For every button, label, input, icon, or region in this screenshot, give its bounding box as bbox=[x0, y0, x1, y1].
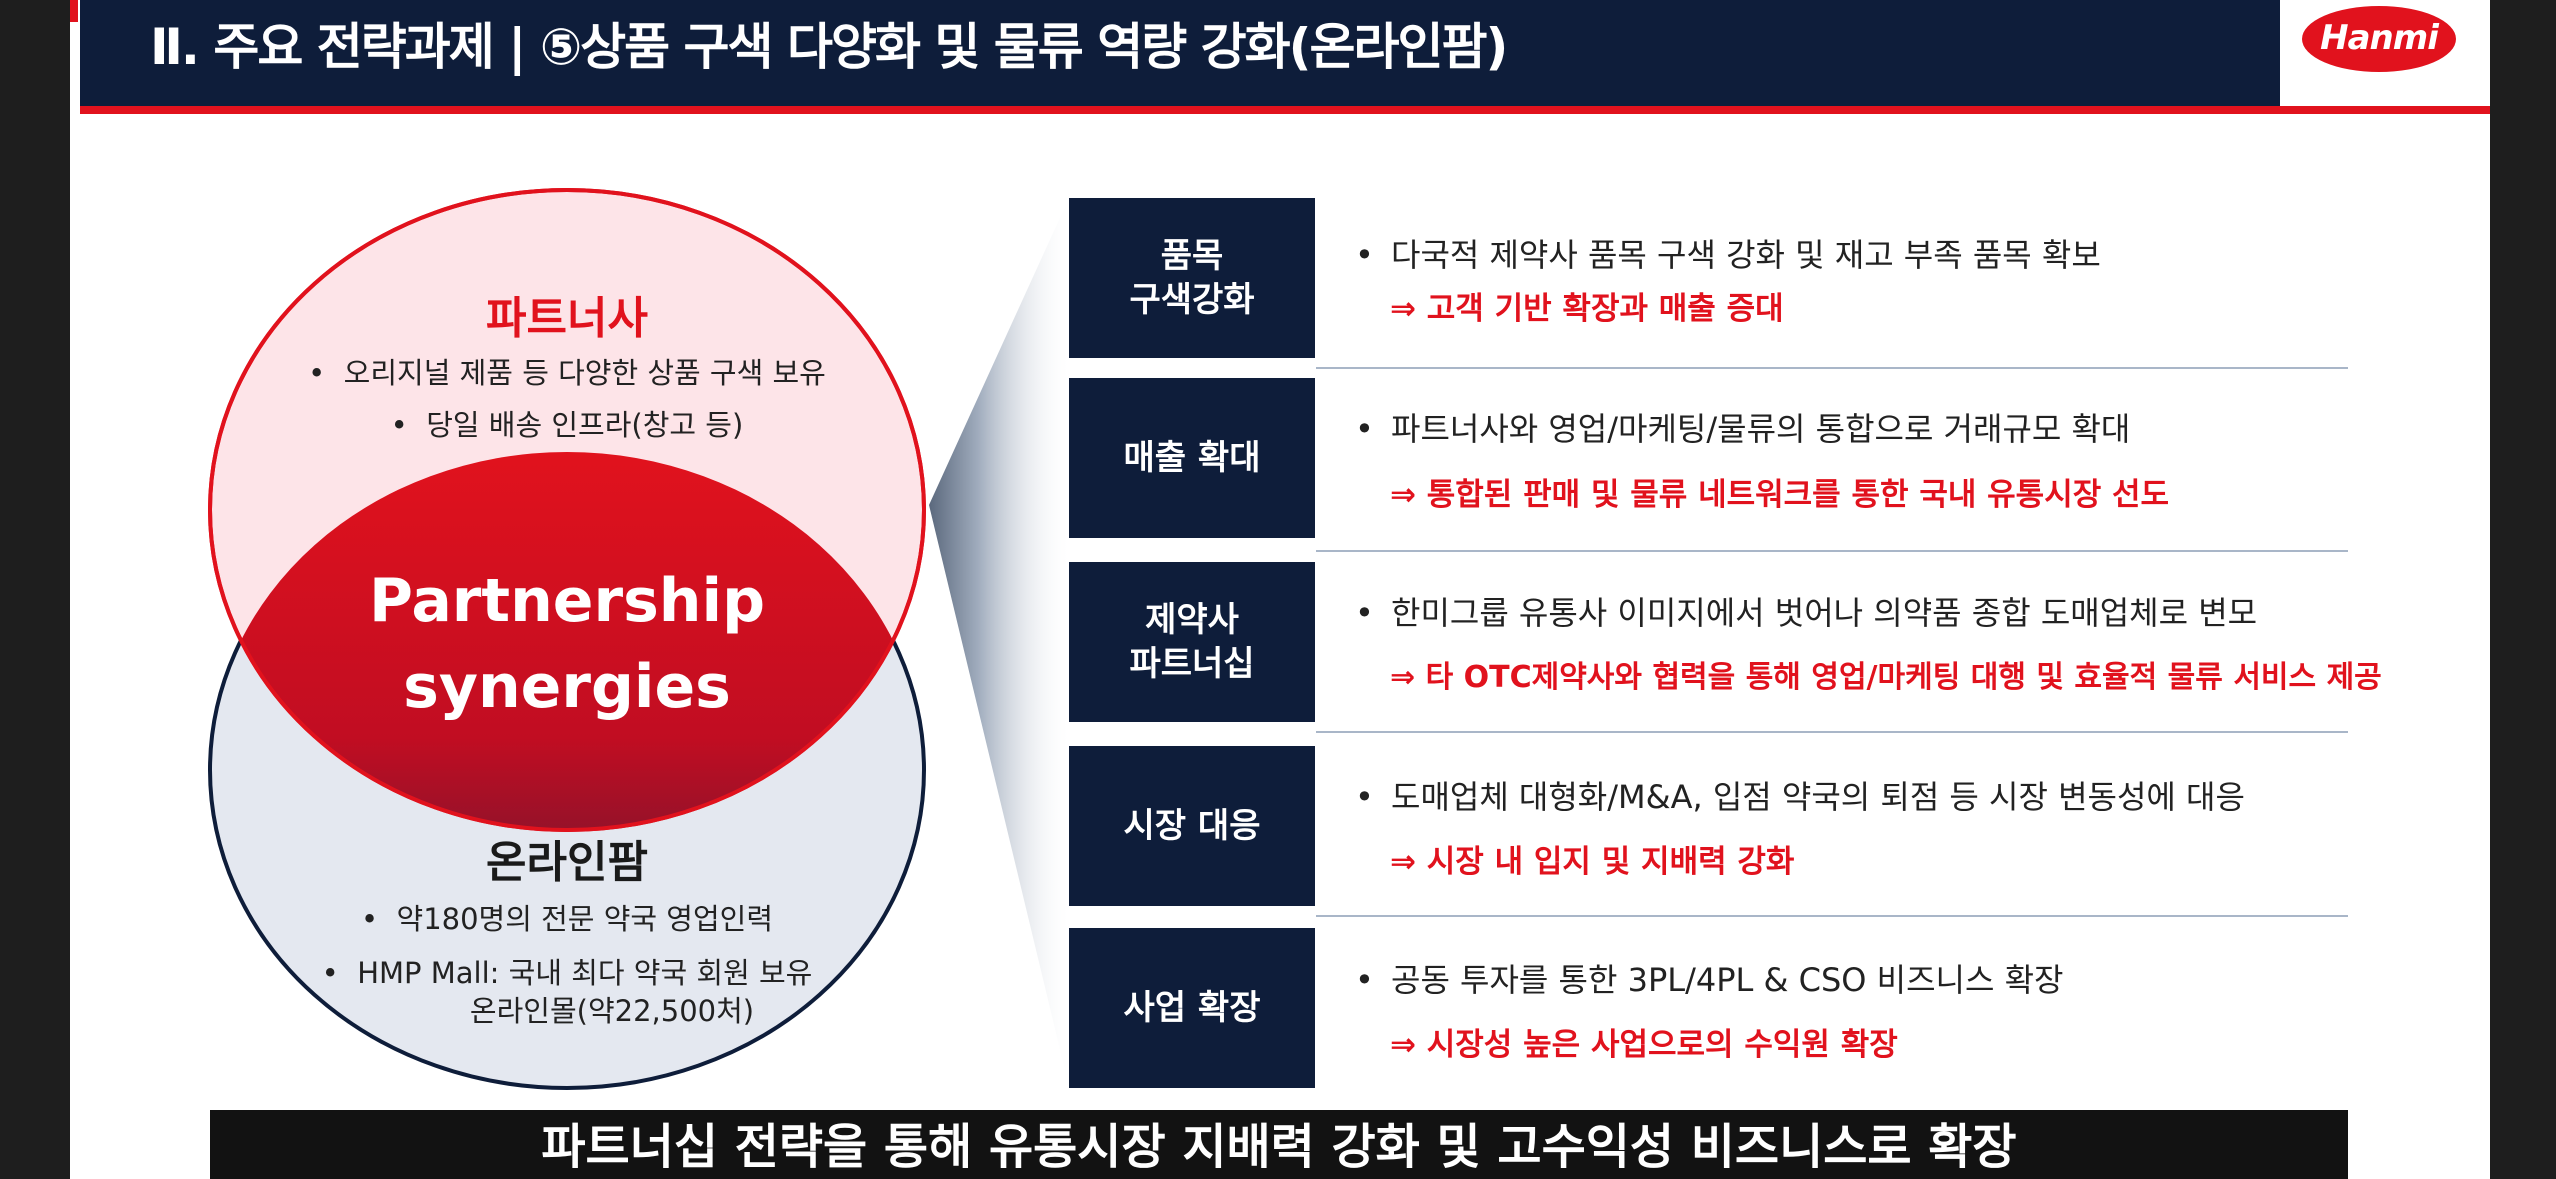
label-business-expansion: 사업 확장 bbox=[1069, 928, 1315, 1088]
row-result: ⇒ 고객 기반 확장과 매출 증대 bbox=[1390, 291, 1784, 327]
bullet-text: 약180명의 전문 약국 영업인력 bbox=[396, 902, 774, 936]
row-divider bbox=[1316, 367, 2348, 369]
bullet-dot: • bbox=[390, 408, 427, 442]
bullet-dot: • bbox=[360, 902, 397, 936]
row-divider bbox=[1316, 550, 2348, 552]
row-desc: • 다국적 제약사 품목 구색 강화 및 재고 부족 품목 확보 bbox=[1355, 230, 2101, 276]
label-pharma-partnership: 제약사 파트너십 bbox=[1069, 562, 1315, 722]
desc-text: 공동 투자를 통한 3PL/4PL & CSO 비즈니스 확장 bbox=[1391, 961, 2064, 999]
bullet-dot: • bbox=[1355, 594, 1374, 632]
bullet-text: 당일 배송 인프라(창고 등) bbox=[426, 408, 744, 442]
left-accent bbox=[70, 0, 78, 22]
row-desc: • 공동 투자를 통한 3PL/4PL & CSO 비즈니스 확장 bbox=[1355, 955, 2063, 1001]
synergy-line-1: Partnership bbox=[368, 566, 766, 636]
bullet-text: HMP Mall: 국내 최다 약국 회원 보유 bbox=[357, 956, 813, 990]
partner-bullet-2: • 당일 배송 인프라(창고 등) bbox=[357, 402, 777, 444]
label-market-response: 시장 대응 bbox=[1069, 746, 1315, 906]
summary-banner: 파트너십 전략을 통해 유통시장 지배력 강화 및 고수익성 비즈니스로 확장 bbox=[210, 1110, 2348, 1179]
row-result: ⇒ 시장 내 입지 및 지배력 강화 bbox=[1390, 844, 1795, 880]
bullet-dot: • bbox=[1355, 778, 1374, 816]
partner-bullet-1: • 오리지널 제품 등 다양한 상품 구색 보유 bbox=[282, 350, 852, 392]
header-bar: Ⅱ. 주요 전략과제 | ⑤상품 구색 다양화 및 물류 역량 강화(온라인팜) bbox=[80, 0, 2280, 108]
row-result: ⇒ 통합된 판매 및 물류 네트워크를 통한 국내 유통시장 선도 bbox=[1390, 477, 2170, 513]
row-desc: • 도매업체 대형화/M&A, 입점 약국의 퇴점 등 시장 변동성에 대응 bbox=[1355, 772, 2245, 818]
row-desc: • 파트너사와 영업/마케팅/물류의 통합으로 거래규모 확대 bbox=[1355, 404, 2130, 450]
hanmi-logo: Hanmi bbox=[2302, 6, 2456, 72]
funnel-shape bbox=[929, 198, 1069, 1087]
desc-text: 한미그룹 유통사 이미지에서 벗어나 의약품 종합 도매업체로 변모 bbox=[1391, 594, 2258, 632]
bullet-text: 오리지널 제품 등 다양한 상품 구색 보유 bbox=[343, 356, 826, 390]
bullet-dot: • bbox=[308, 356, 344, 390]
page-title: Ⅱ. 주요 전략과제 | ⑤상품 구색 다양화 및 물류 역량 강화(온라인팜) bbox=[150, 18, 1508, 76]
row-divider bbox=[1316, 731, 2348, 733]
overlap-lens bbox=[210, 452, 924, 830]
desc-text: 도매업체 대형화/M&A, 입점 약국의 퇴점 등 시장 변동성에 대응 bbox=[1391, 778, 2245, 816]
onlinepharm-title: 온라인팜 bbox=[486, 837, 648, 888]
row-result: ⇒ 타 OTC제약사와 협력을 통해 영업/마케팅 대행 및 효율적 물류 서비… bbox=[1390, 660, 2382, 695]
row-result: ⇒ 시장성 높은 사업으로의 수익원 확장 bbox=[1390, 1027, 1898, 1063]
bullet-dot: • bbox=[1355, 410, 1374, 448]
top-circle-outline bbox=[208, 188, 926, 832]
row-divider bbox=[1316, 915, 2348, 917]
onlinepharm-bullet-2: • HMP Mall: 국내 최다 약국 회원 보유 bbox=[292, 950, 842, 992]
onlinepharm-bullet-2-cont: 온라인몰(약22,500처) bbox=[469, 994, 755, 1028]
label-sales: 매출 확대 bbox=[1069, 378, 1315, 538]
bullet-dot: • bbox=[1355, 961, 1374, 999]
row-desc: • 한미그룹 유통사 이미지에서 벗어나 의약품 종합 도매업체로 변모 bbox=[1355, 588, 2257, 634]
partner-title: 파트너사 bbox=[486, 293, 648, 344]
onlinepharm-bullet-1: • 약180명의 전문 약국 영업인력 bbox=[332, 896, 802, 938]
slide: Ⅱ. 주요 전략과제 | ⑤상품 구색 다양화 및 물류 역량 강화(온라인팜)… bbox=[70, 0, 2490, 1179]
label-assortment: 품목 구색강화 bbox=[1069, 198, 1315, 358]
synergy-line-2: synergies bbox=[403, 652, 731, 722]
venn-diagram bbox=[208, 188, 1069, 1090]
desc-text: 다국적 제약사 품목 구색 강화 및 재고 부족 품목 확보 bbox=[1391, 236, 2101, 274]
bullet-dot: • bbox=[1355, 236, 1374, 274]
header-divider bbox=[80, 106, 2490, 114]
bullet-dot: • bbox=[321, 956, 358, 990]
desc-text: 파트너사와 영업/마케팅/물류의 통합으로 거래규모 확대 bbox=[1391, 410, 2131, 448]
